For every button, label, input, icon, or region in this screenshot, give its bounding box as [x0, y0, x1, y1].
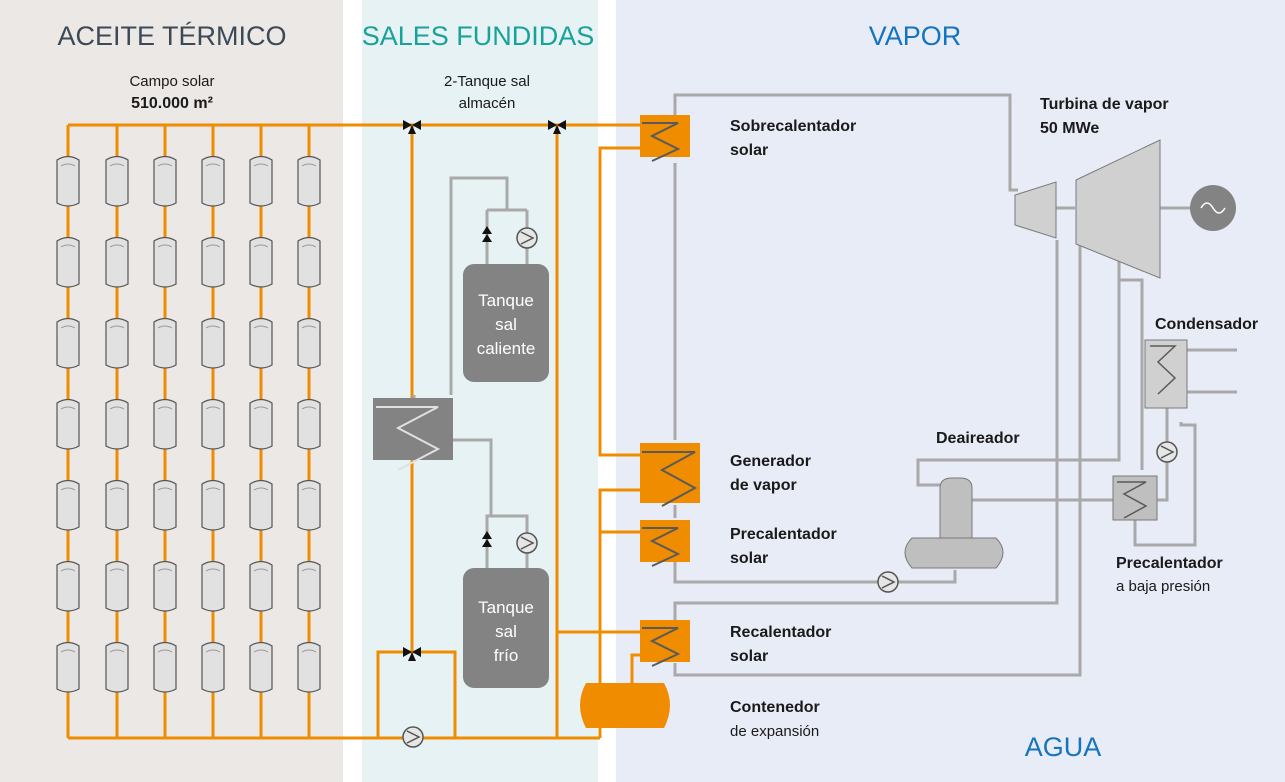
cold-salt-pump[interactable] [516, 532, 538, 554]
lp-preheater-label-1: Precalentador [1116, 555, 1223, 572]
deaerator [904, 477, 1004, 569]
deaerator-label: Deaireador [936, 430, 1020, 447]
superheater-label-1: Sobrecalentador [730, 118, 856, 135]
expansion-vessel [580, 683, 670, 728]
low-pressure-preheater [1112, 475, 1158, 521]
hot-salt-pump[interactable] [516, 227, 538, 249]
condenser-label: Condensador [1155, 316, 1258, 333]
steam-generator-label-2: de vapor [730, 477, 797, 494]
hot-tank-label-2: sal [495, 315, 517, 334]
cold-salt-tank: Tanque sal frío [463, 568, 549, 688]
cold-tank-label-2: sal [495, 622, 517, 641]
steam-section-title: VAPOR [869, 21, 962, 51]
condenser [1144, 339, 1188, 409]
expansion-vessel-label-2: de expansión [730, 723, 819, 740]
lp-preheater-label-2: a baja presión [1116, 578, 1210, 595]
hot-tank-label-1: Tanque [478, 291, 534, 310]
salt-section-title: SALES FUNDIDAS [362, 21, 595, 51]
steam-generator-label-1: Generador [730, 453, 811, 470]
solar-superheater [639, 114, 691, 162]
steam-turbine [1014, 139, 1161, 279]
solar-field-area: 510.000 m² [131, 95, 213, 112]
hot-salt-tank: Tanque sal caliente [463, 264, 549, 382]
hot-tank-label-3: caliente [477, 339, 536, 358]
steam-water-piping [673, 93, 1197, 677]
salt-heat-exchanger [373, 398, 453, 471]
storage-label-2: almacén [459, 95, 516, 112]
turbine-label-1: Turbina de vapor [1040, 96, 1169, 113]
cold-tank-label-1: Tanque [478, 598, 534, 617]
reheater-label-2: solar [730, 648, 768, 665]
cold-salt-check-arrows [482, 531, 492, 547]
preheater-label-1: Precalentador [730, 526, 837, 543]
storage-label-1: 2-Tanque sal [444, 73, 530, 90]
turbine-label-2: 50 MWe [1040, 120, 1099, 137]
water-section-title: AGUA [1025, 732, 1102, 762]
hot-salt-check-arrows [482, 226, 492, 242]
condensate-pump[interactable] [1156, 441, 1178, 463]
oil-piping [309, 123, 645, 740]
oil-section-title: ACEITE TÉRMICO [57, 21, 286, 51]
feedwater-pump[interactable] [877, 571, 899, 593]
cold-tank-label-3: frío [494, 646, 519, 665]
superheater-label-2: solar [730, 142, 768, 159]
expansion-vessel-label-1: Contenedor [730, 699, 820, 716]
steam-generator-coil [642, 451, 698, 507]
oil-pump[interactable] [402, 726, 424, 748]
condenser-water-lines [1187, 348, 1237, 394]
solar-preheater [639, 519, 691, 567]
solar-reheater [639, 619, 691, 667]
reheater-label-1: Recalentador [730, 624, 831, 641]
preheater-label-2: solar [730, 550, 768, 567]
generator [1190, 185, 1236, 231]
solar-field-label: Campo solar [129, 73, 214, 90]
